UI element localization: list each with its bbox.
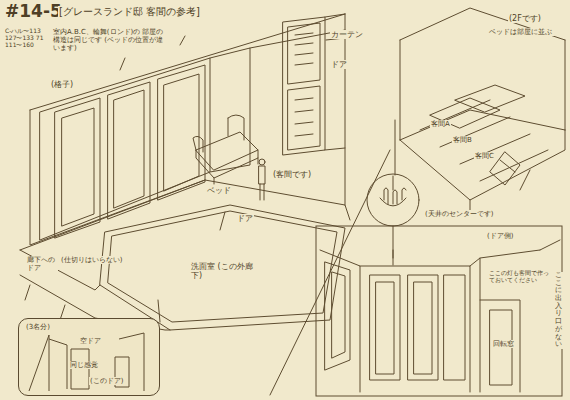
- floor-plan: [20, 180, 350, 340]
- house-overview: [400, 8, 565, 215]
- person-figure: [259, 159, 265, 200]
- chandelier-callout: [367, 174, 419, 226]
- left-wall: [30, 14, 345, 245]
- inset-stroke: [49, 339, 67, 389]
- annotation-label: C-ハル〜113 127〜133 71 111〜160: [4, 28, 48, 49]
- interior-view: [316, 226, 562, 396]
- annotation-label: ドア: [330, 60, 348, 69]
- inset-stroke: [29, 335, 49, 391]
- back-wall: [210, 14, 345, 205]
- inset-note: (このドア): [89, 377, 124, 385]
- annotation-label: ベッドは部屋に並ぶ: [488, 28, 562, 36]
- annotation-label: ベッド: [206, 186, 232, 195]
- annotation-label: (2Fです): [508, 14, 542, 23]
- annotation-label: 回転窓: [492, 340, 515, 348]
- annotation-label: [グレースランド邸 客間の参考]: [58, 6, 201, 18]
- annotation-label: ドア: [236, 214, 254, 223]
- annotation-label: 客間C: [474, 152, 495, 160]
- annotation-label: 廊下へのドア: [26, 256, 58, 272]
- annotation-label: (仕切りはいらない): [60, 256, 123, 264]
- annotation-label: ここの灯も客間で作っておいてください: [488, 270, 552, 284]
- annotation-label: 洗面室 (この外廊下): [190, 262, 256, 280]
- annotation-label: (ドア側): [486, 232, 514, 240]
- inset-note: 空ドア: [79, 337, 102, 345]
- inset-note: 同じ感覚: [69, 361, 99, 369]
- annotation-label: ここに出入り口がない: [554, 272, 563, 349]
- sheet-number: #14-5: [4, 2, 63, 22]
- annotation-label: (天井のセンターです): [424, 210, 498, 218]
- inset-panel: (3名分) 空ドア同じ感覚 (このドア): [18, 318, 160, 396]
- annotation-label: (客間です): [272, 170, 312, 179]
- bed: [193, 115, 258, 184]
- inset-note: (3名分): [25, 323, 51, 331]
- annotation-label: (格子): [50, 80, 74, 89]
- annotation-label: 客間A: [430, 120, 451, 128]
- annotation-label: カーテン: [330, 30, 364, 39]
- annotation-label: 室内A.B.C、輪舞(ロンド)の 部屋の構造は同じです (ベッドの位置が違います…: [52, 28, 166, 52]
- annotation-label: 客間B: [452, 136, 473, 144]
